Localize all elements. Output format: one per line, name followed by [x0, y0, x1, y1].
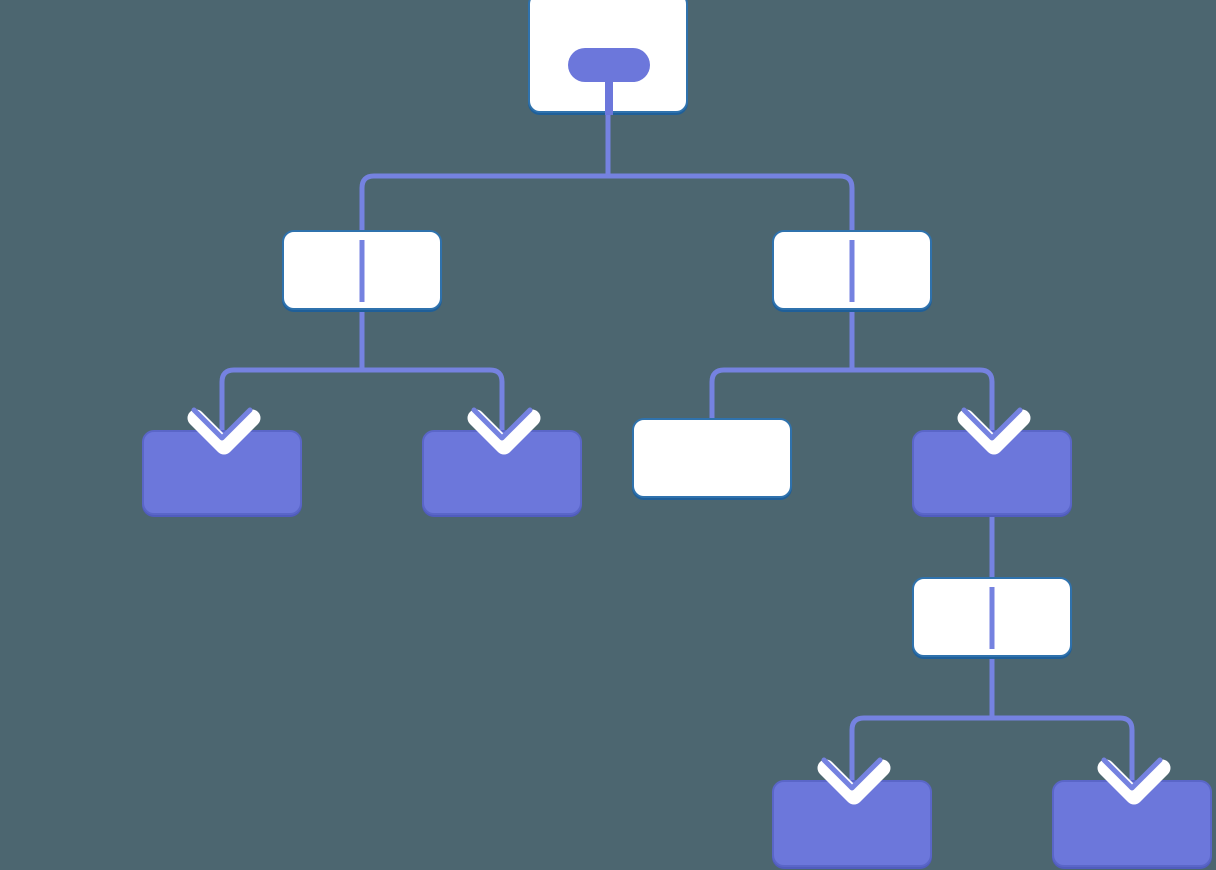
- node-l4-a[interactable]: [772, 780, 932, 867]
- node-root[interactable]: [528, 0, 688, 115]
- edge-root-to-l1-left: [359, 113, 611, 310]
- node-l4-b[interactable]: [1052, 780, 1212, 867]
- edge-l1right-to-l2-d: [852, 367, 995, 432]
- edge-l1right-to-l2-c: [709, 310, 855, 420]
- node-l2-b[interactable]: [422, 430, 582, 515]
- node-l2-a[interactable]: [142, 430, 302, 515]
- node-l1-right[interactable]: [772, 230, 932, 310]
- node-l1-left[interactable]: [282, 230, 442, 310]
- root-pill-stem: [605, 78, 613, 115]
- edge-l3a-to-l4b: [992, 715, 1135, 782]
- edge-l1left-to-l2-a: [219, 310, 365, 432]
- edge-l3a-to-l4a: [849, 657, 995, 782]
- node-l2-c[interactable]: [632, 418, 792, 498]
- root-pill-icon: [568, 48, 650, 82]
- edge-root-to-l1-right: [608, 173, 855, 310]
- node-l3-a[interactable]: [912, 577, 1072, 657]
- node-l2-d[interactable]: [912, 430, 1072, 515]
- edge-l1left-to-l2-b: [362, 367, 505, 432]
